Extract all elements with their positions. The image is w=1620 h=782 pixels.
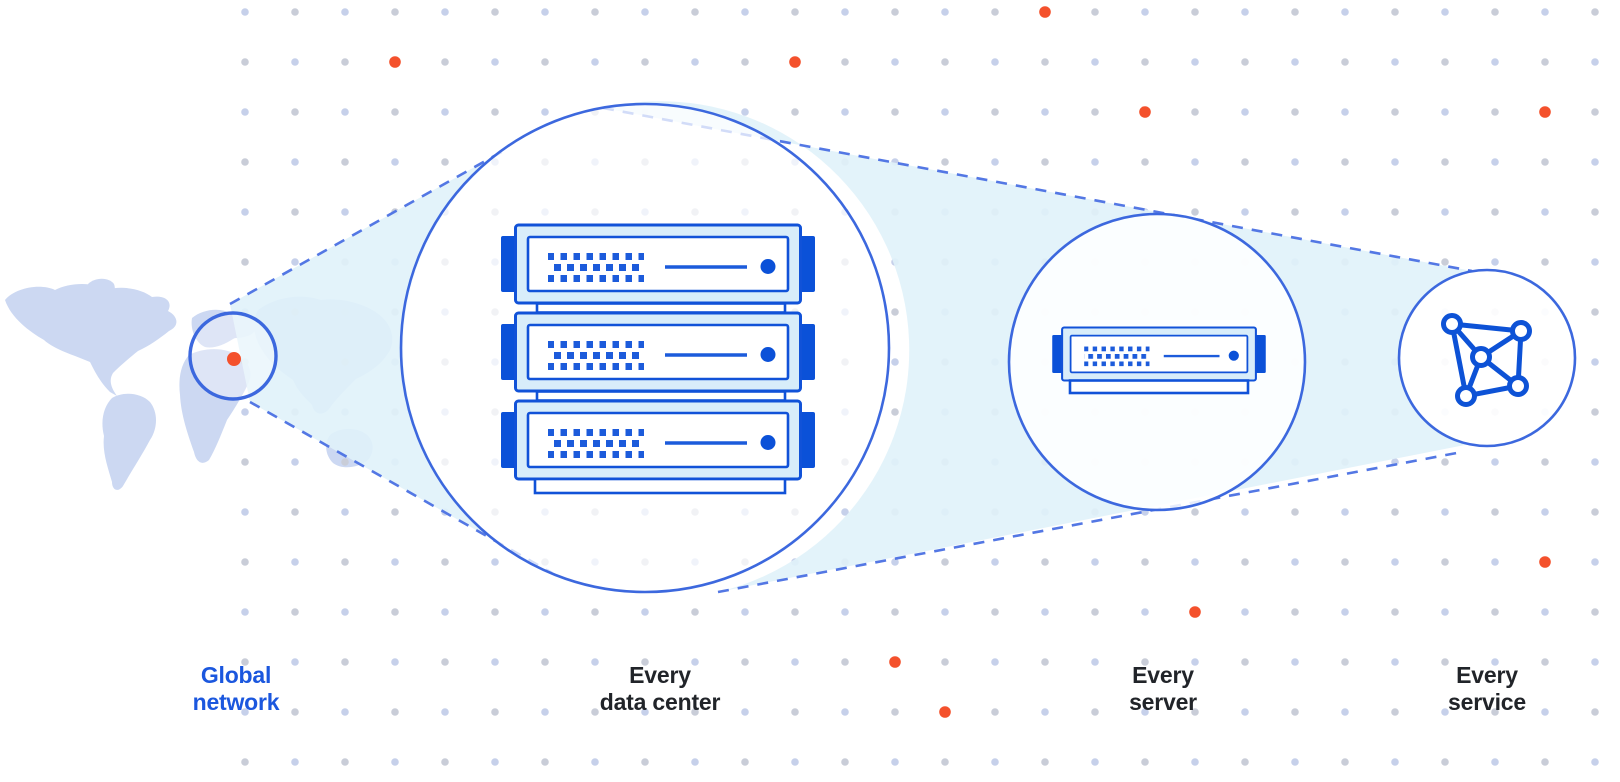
mesh-network-icon (1441, 313, 1532, 407)
continent-south-america (102, 393, 156, 490)
label-global-network: Global network (96, 662, 376, 716)
orange-accent-dots (389, 6, 1551, 718)
label-every-data-center: Every data center (520, 662, 800, 716)
label-every-server: Every server (1023, 662, 1303, 716)
label-line: Every (1456, 662, 1518, 688)
island-greenland (87, 278, 115, 303)
label-line: network (192, 689, 280, 715)
zoom-cone-left (230, 150, 552, 573)
label-line: server (1129, 689, 1197, 715)
server-icon (1051, 326, 1267, 395)
label-line: Every (1132, 662, 1194, 688)
label-line: Global (200, 662, 272, 688)
label-every-service: Every service (1347, 662, 1620, 716)
label-line: service (1448, 689, 1526, 715)
continent-north-america (5, 284, 177, 396)
server-rack-icon (499, 223, 817, 495)
map-location-marker-icon (227, 352, 241, 366)
label-line: data center (599, 689, 721, 715)
label-line: Every (629, 662, 691, 688)
